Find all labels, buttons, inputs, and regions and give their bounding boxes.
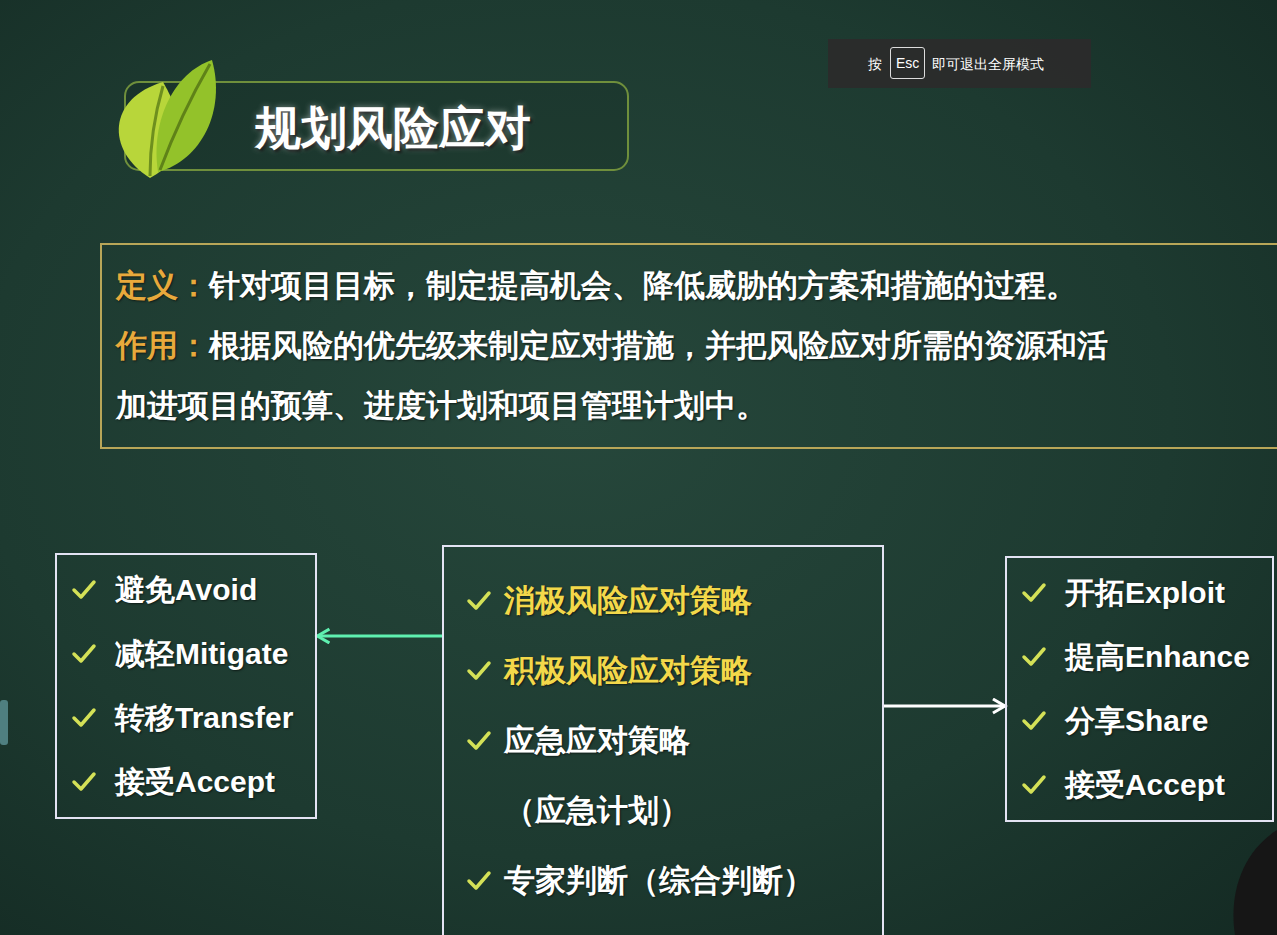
check-mark (466, 588, 492, 614)
strategy-text: 应急应对策略 （应急计划） (504, 706, 864, 846)
check-stroke (1024, 713, 1044, 728)
check-mark (71, 769, 97, 795)
list-item: 消极风险应对策略 (466, 566, 864, 636)
check-mark (1021, 708, 1047, 734)
list-item: 接受Accept (1021, 753, 1250, 817)
list-item: 避免Avoid (71, 558, 293, 622)
list-item: 应急应对策略 （应急计划） (466, 706, 864, 846)
side-tab (0, 700, 8, 745)
check-mark (71, 705, 97, 731)
list-item: 减轻Mitigate (71, 622, 293, 686)
check-mark (1021, 580, 1047, 606)
check-mark (1021, 644, 1047, 670)
strategy-text: 提高Enhance (1065, 625, 1250, 689)
overlay-text: 按 (868, 55, 882, 73)
definition-line: 作用：根据风险的优先级来制定应对措施，并把风险应对所需的资源和活 加进项目的预算… (116, 316, 1248, 436)
title-text: 规划风险应对 (255, 100, 531, 156)
strategy-box: 消极风险应对策略积极风险应对策略应急应对策略 （应急计划）专家判断（综合判断） (442, 545, 884, 935)
check-stroke (1024, 777, 1044, 792)
strategy-box: 避免Avoid减轻Mitigate转移Transfer接受Accept (55, 553, 317, 819)
list-item: 开拓Exploit (1021, 561, 1250, 625)
check-mark (71, 577, 97, 603)
strategy-box: 开拓Exploit提高Enhance分享Share接受Accept (1005, 556, 1274, 822)
overlay-bar (828, 39, 1091, 88)
check-stroke (469, 873, 489, 888)
strategy-text: 专家判断（综合判断） (504, 846, 864, 916)
key-cap: Esc (890, 47, 925, 79)
strategy-text: 分享Share (1065, 689, 1208, 753)
definition-panel: 定义：针对项目目标，制定提高机会、降低威胁的方案和措施的过程。作用：根据风险的优… (100, 243, 1277, 449)
check-stroke (1024, 585, 1044, 600)
definition-line: 定义：针对项目目标，制定提高机会、降低威胁的方案和措施的过程。 (116, 256, 1248, 316)
check-stroke (74, 582, 94, 597)
check-stroke (74, 774, 94, 789)
strategy-text: 消极风险应对策略 (504, 566, 864, 636)
list-item: 积极风险应对策略 (466, 636, 864, 706)
check-stroke (1024, 649, 1044, 664)
connector-arrow (884, 705, 1005, 708)
check-mark (1021, 772, 1047, 798)
term-label: 定义： (116, 268, 209, 303)
check-stroke (469, 593, 489, 608)
list-item: 提高Enhance (1021, 625, 1250, 689)
term-label: 作用： (116, 328, 209, 363)
strategy-text: 积极风险应对策略 (504, 636, 864, 706)
strategy-text: 转移Transfer (115, 686, 293, 750)
strategy-text: 接受Accept (1065, 753, 1225, 817)
strategy-text: 开拓Exploit (1065, 561, 1225, 625)
check-mark (466, 658, 492, 684)
check-stroke (74, 646, 94, 661)
strategy-text: 接受Accept (115, 750, 275, 814)
term-body: 针对项目目标，制定提高机会、降低威胁的方案和措施的过程。 (209, 268, 1077, 303)
list-item: 接受Accept (71, 750, 293, 814)
list-item: 专家判断（综合判断） (466, 846, 864, 916)
overlay-text: 即可退出全屏模式 (932, 55, 1044, 73)
check-stroke (469, 663, 489, 678)
check-mark (466, 868, 492, 894)
list-item: 转移Transfer (71, 686, 293, 750)
leaf-icon (119, 60, 216, 178)
strategy-text: 避免Avoid (115, 558, 257, 622)
check-mark (466, 728, 492, 754)
list-item: 分享Share (1021, 689, 1250, 753)
connector-arrow (317, 635, 442, 638)
presenter-shoulder (1233, 830, 1277, 935)
check-stroke (469, 733, 489, 748)
check-stroke (74, 710, 94, 725)
term-body: 根据风险的优先级来制定应对措施，并把风险应对所需的资源和活 加进项目的预算、进度… (116, 328, 1108, 423)
check-mark (71, 641, 97, 667)
strategy-text: 减轻Mitigate (115, 622, 288, 686)
